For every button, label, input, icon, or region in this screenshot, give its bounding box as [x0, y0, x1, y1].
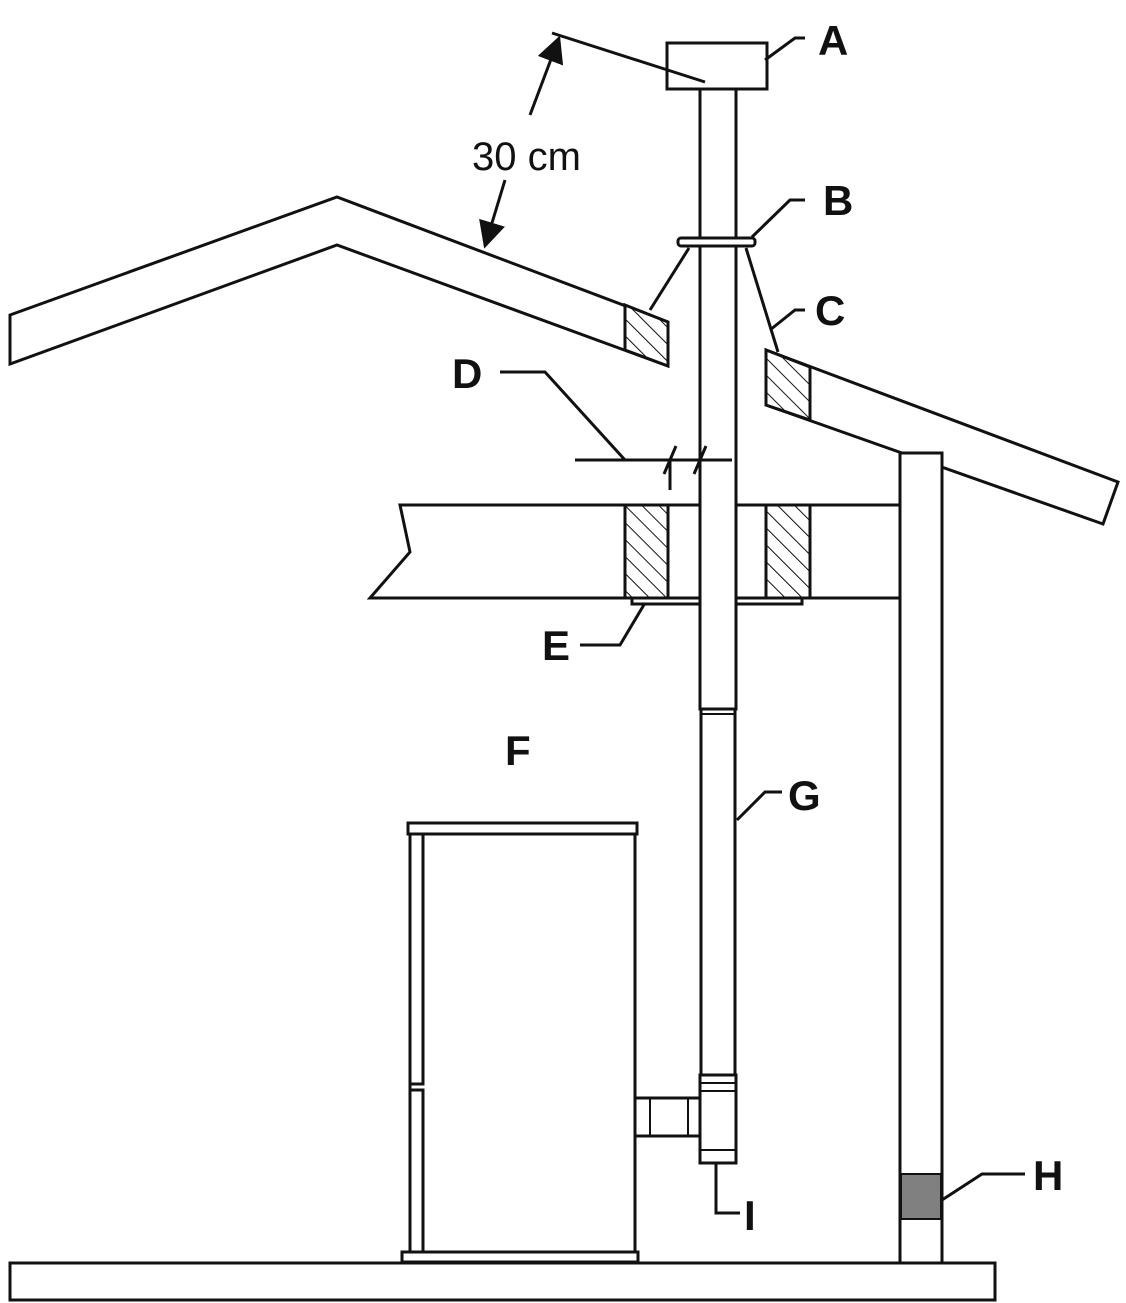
dimension-text: 30 cm — [472, 135, 581, 179]
leader-a — [764, 36, 805, 62]
leader-e — [580, 602, 647, 647]
appliance-top — [406, 821, 639, 836]
leader-c — [769, 308, 805, 332]
wall-post — [898, 451, 944, 1265]
tee-fitting — [698, 1073, 738, 1165]
label-e: E — [542, 622, 570, 669]
horizontal-connector — [633, 1096, 702, 1138]
flashing-cone-right — [744, 247, 780, 353]
label-h: H — [1033, 1152, 1063, 1199]
roof-joist-left — [623, 302, 670, 369]
leader-g — [735, 790, 782, 822]
dimension-arrow-up — [528, 35, 564, 116]
leader-b — [750, 198, 805, 239]
ceiling-joist-left — [623, 503, 670, 600]
label-f: F — [505, 727, 531, 774]
label-c: C — [815, 287, 845, 334]
appliance-door-strip-lower — [408, 1088, 425, 1254]
appliance-cabinet — [408, 826, 637, 1255]
label-b: B — [823, 177, 853, 224]
clearance-tick-2 — [692, 445, 708, 475]
vent-cap — [665, 41, 769, 91]
flashing-cone-left — [648, 247, 691, 311]
leader-i — [714, 1163, 740, 1215]
ceiling-joist-right — [764, 503, 812, 600]
floor-slab — [8, 1261, 997, 1302]
label-g: G — [788, 772, 821, 819]
appliance-base — [400, 1250, 640, 1264]
dimension-line-top — [551, 31, 706, 84]
roof-joist-right — [764, 347, 812, 423]
label-d: D — [452, 350, 482, 397]
vent-pipe-upper — [698, 87, 738, 711]
appliance-door-strip-upper — [408, 832, 425, 1086]
leader-d — [500, 370, 627, 462]
vent-pipe-lower — [699, 707, 737, 1081]
label-i: I — [744, 1192, 756, 1239]
wall-block-h — [900, 1173, 942, 1220]
dimension-arrow-down — [479, 179, 507, 249]
leader-h — [941, 1172, 1025, 1202]
roof-left — [8, 195, 670, 369]
storm-collar — [676, 236, 757, 248]
label-a: A — [818, 17, 848, 64]
